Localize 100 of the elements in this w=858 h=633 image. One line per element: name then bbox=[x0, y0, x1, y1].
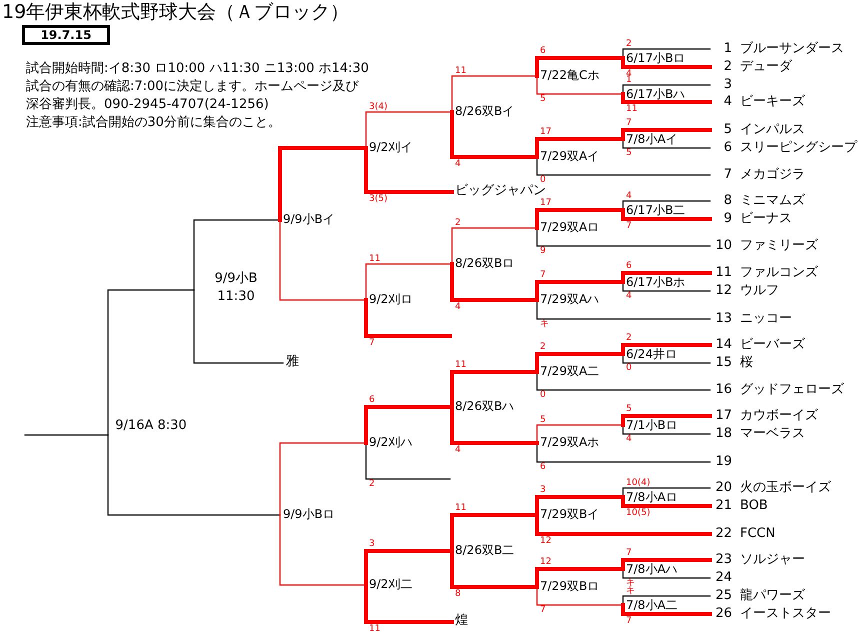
team-number: 19 bbox=[714, 454, 732, 470]
score-label: 5 bbox=[540, 416, 546, 424]
team-name: FCCN bbox=[740, 526, 776, 542]
bracket-line bbox=[622, 200, 711, 211]
match-label: 9/2刈二 bbox=[366, 576, 450, 594]
score-label: 3(5) bbox=[369, 195, 388, 203]
match-label: 7/8小Aイ bbox=[623, 131, 707, 147]
team-number: 6 bbox=[722, 140, 732, 156]
team-number: 1 bbox=[722, 41, 732, 57]
team-number: 26 bbox=[714, 606, 732, 622]
score-label: 6 bbox=[369, 396, 375, 404]
score-label: 12 bbox=[540, 537, 552, 545]
score-label: 3(4) bbox=[369, 103, 388, 111]
score-label: 4 bbox=[626, 435, 632, 443]
match-label: 7/29双A二 bbox=[537, 363, 623, 381]
score-label: 4 bbox=[455, 160, 461, 168]
match-label: 9/9小B 11:30 bbox=[194, 269, 278, 311]
match-label: 8/26双Bロ bbox=[452, 255, 536, 273]
score-label: 2 bbox=[540, 343, 546, 351]
bracket-line bbox=[621, 603, 712, 616]
team-number: 21 bbox=[714, 498, 732, 514]
match-label: 8/26双Bハ bbox=[452, 398, 536, 416]
team-number: 20 bbox=[714, 480, 732, 496]
score-label: 5 bbox=[626, 149, 632, 157]
team-name: イーストスター bbox=[740, 606, 831, 622]
score-label: 4 bbox=[626, 292, 632, 300]
team-name: グッドフェローズ bbox=[740, 382, 844, 398]
bracket-line bbox=[279, 442, 367, 516]
note-text: 試合の有無の確認:7:00に決定します。ホームページ及び深谷審判長。090-2945-4707(24-1256) bbox=[26, 78, 360, 114]
team-name: ソルジャー bbox=[740, 552, 805, 568]
score-label: 3 bbox=[369, 540, 375, 548]
score-label: 6 bbox=[540, 47, 546, 55]
team-number: 16 bbox=[714, 382, 732, 398]
team-number: 11 bbox=[714, 265, 732, 281]
match-label: 7/29双Aホ bbox=[537, 434, 623, 452]
score-label: 7 bbox=[369, 339, 375, 347]
score-label: キ bbox=[540, 320, 549, 328]
bracket-line bbox=[621, 92, 712, 104]
team-name: 煌 bbox=[452, 613, 492, 631]
bracket-line bbox=[279, 219, 367, 301]
score-label: 2 bbox=[626, 334, 632, 342]
match-label: 6/17小Bホ bbox=[623, 274, 707, 290]
bracket-line bbox=[622, 84, 711, 95]
match-label: 7/8小A二 bbox=[623, 597, 707, 613]
team-number: 2 bbox=[722, 59, 732, 75]
team-number: 25 bbox=[714, 588, 732, 604]
note-text: 注意事項:試合開始の30分前に集合のこと。 bbox=[26, 114, 281, 132]
match-label: 7/29双Aイ bbox=[537, 148, 623, 166]
team-name: ファミリーズ bbox=[740, 238, 818, 254]
bracket-line bbox=[365, 442, 451, 480]
bracket-line bbox=[107, 289, 195, 436]
team-number: 7 bbox=[722, 167, 732, 183]
team-number: 23 bbox=[714, 552, 732, 568]
match-label: 9/2刈イ bbox=[366, 139, 450, 157]
team-number: 9 bbox=[722, 211, 732, 227]
bracket-line bbox=[622, 138, 711, 149]
bracket-line bbox=[621, 414, 712, 427]
bracket-line bbox=[365, 111, 453, 149]
match-label: 7/29双Bイ bbox=[537, 506, 623, 524]
bracket-line bbox=[364, 298, 452, 338]
score-label: 7 bbox=[540, 606, 546, 614]
team-name: 雅 bbox=[283, 354, 323, 372]
score-label: 9 bbox=[540, 247, 546, 255]
score-label: 0 bbox=[626, 364, 632, 372]
team-name: ファルコンズ bbox=[740, 265, 818, 281]
bracket-line bbox=[536, 424, 624, 444]
bracket-line bbox=[279, 514, 367, 586]
score-label: キ bbox=[626, 579, 635, 587]
score-label: 5 bbox=[540, 95, 546, 103]
match-label: 9/2刈ハ bbox=[366, 434, 450, 452]
bracket-line bbox=[622, 487, 711, 498]
score-label: 0 bbox=[540, 391, 546, 399]
score-label: 6 bbox=[540, 463, 546, 471]
bracket-line bbox=[622, 424, 711, 435]
team-name: 火の玉ボーイズ bbox=[740, 480, 831, 496]
score-label: 17 bbox=[540, 199, 552, 207]
bracket-line bbox=[622, 353, 711, 364]
match-label: 8/26双B二 bbox=[452, 542, 536, 560]
team-number: 13 bbox=[714, 311, 732, 327]
team-name: ミニマムズ bbox=[740, 193, 805, 209]
match-label: 7/8小Aハ bbox=[623, 561, 707, 577]
score-label: 3 bbox=[540, 486, 546, 494]
team-number: 4 bbox=[722, 94, 732, 110]
score-label: 6 bbox=[626, 262, 632, 270]
score-label: 11 bbox=[455, 67, 466, 75]
title: 19年伊東杯軟式野球大会（Ａブロック） bbox=[2, 0, 350, 24]
bracket-line bbox=[193, 219, 281, 291]
score-label: 11 bbox=[455, 361, 466, 369]
bracket-line bbox=[536, 227, 711, 247]
score-label: 8 bbox=[455, 590, 461, 598]
team-name: インパルス bbox=[740, 122, 805, 138]
team-number: 14 bbox=[714, 337, 732, 353]
match-label: 7/22亀Cホ bbox=[537, 67, 623, 85]
score-label: 11 bbox=[369, 255, 380, 263]
team-name: ビーバーズ bbox=[740, 337, 805, 353]
bracket-line bbox=[622, 595, 711, 606]
team-number: 22 bbox=[714, 526, 732, 542]
score-label: 2 bbox=[369, 480, 375, 488]
team-number: 10 bbox=[714, 238, 732, 254]
team-name: マーベラス bbox=[740, 426, 805, 442]
